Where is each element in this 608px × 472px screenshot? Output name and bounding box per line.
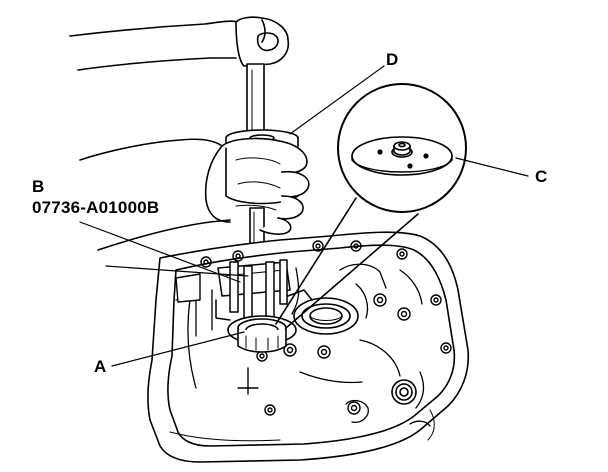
callout-c-label: C — [535, 167, 548, 186]
callout-b-part-number: 07736-A01000B — [32, 198, 160, 217]
case-bore — [293, 297, 359, 335]
leader-b-upper — [79, 221, 241, 283]
detail-magnifier — [275, 83, 467, 329]
perimeter-bolts — [200, 240, 452, 416]
upper-hand — [69, 16, 290, 71]
fork-assembly — [215, 259, 313, 331]
lower-hand — [79, 137, 310, 251]
callout-d-label: D — [386, 50, 399, 69]
bearing-race — [227, 315, 297, 353]
leader-c — [455, 157, 529, 177]
callout-a-label: A — [94, 357, 107, 376]
port-boss — [391, 379, 417, 405]
leader-a — [111, 331, 245, 367]
leader-d — [289, 65, 385, 135]
transmission-case — [147, 231, 470, 463]
leader-b-lower — [105, 265, 249, 277]
leader-lines — [79, 65, 529, 367]
callout-b-label: B — [32, 177, 45, 196]
